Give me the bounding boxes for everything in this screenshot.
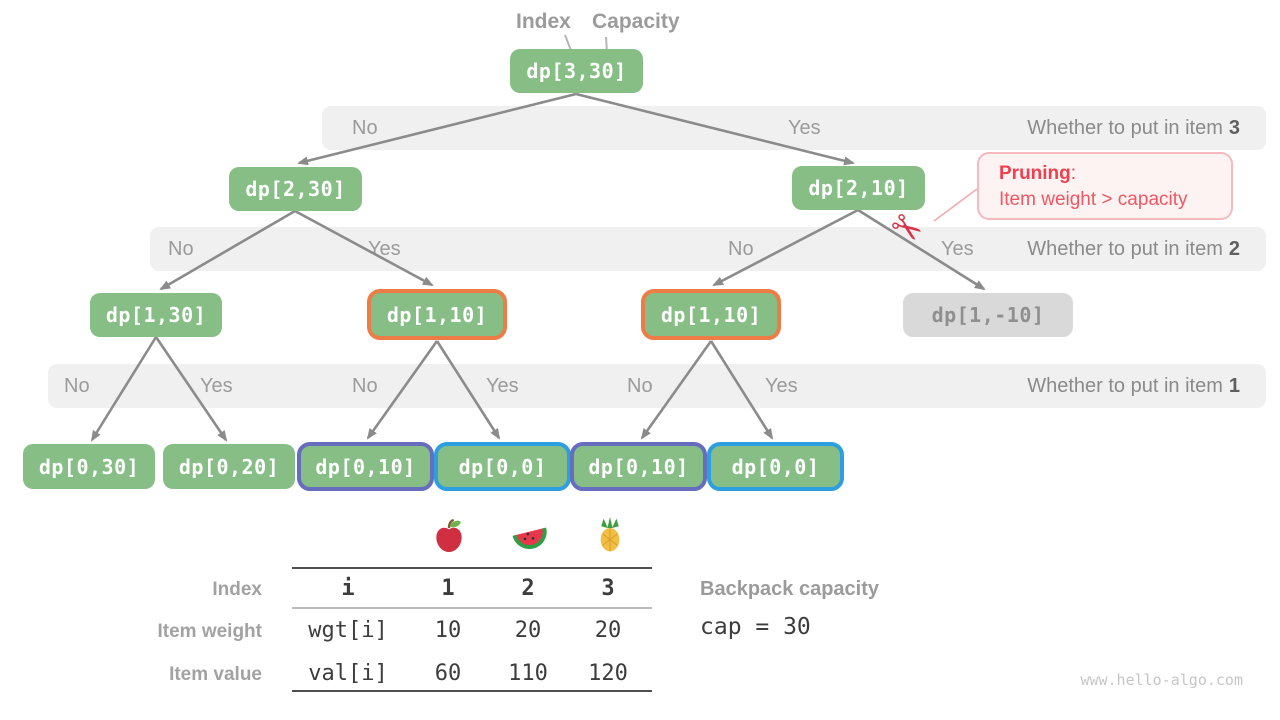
branch-label-no: No: [352, 375, 378, 397]
table-cell-val-2: 110: [508, 661, 548, 686]
pruning-callout-line: [933, 188, 978, 222]
watermark: www.hello-algo.com: [1080, 671, 1243, 689]
table-cell-index-1: 1: [441, 576, 455, 601]
branch-label-no: No: [352, 117, 378, 139]
dp-node-leaf-duplicate-blue: dp[0,0]: [707, 442, 844, 491]
band-caption-item-number: 2: [1228, 238, 1240, 260]
dp-node-leaf-duplicate-purple: dp[0,10]: [297, 442, 434, 491]
dp-node: dp[2,10]: [792, 166, 925, 210]
branch-label-no: No: [728, 238, 754, 260]
branch-label-no: No: [627, 375, 653, 397]
dp-node: dp[1,30]: [90, 293, 222, 337]
backpack-capacity-value: cap = 30: [700, 614, 811, 640]
watermelon-icon: [512, 521, 548, 558]
pruning-callout: Pruning: Item weight > capacity: [977, 152, 1233, 220]
dp-node-leaf: dp[0,30]: [23, 444, 155, 489]
capacity-column-label: Capacity: [592, 10, 680, 33]
branch-label-yes: Yes: [788, 117, 821, 139]
pruning-description: Item weight > capacity: [999, 189, 1188, 210]
table-cell-index-2: 2: [521, 576, 535, 601]
table-cell-wgt-1: 10: [434, 618, 462, 643]
table-cell-val: val[i]: [308, 661, 388, 686]
branch-label-no: No: [64, 375, 90, 397]
table-cell-index-3: 3: [601, 576, 615, 601]
table-rule-bottom: [292, 690, 652, 692]
backpack-capacity-label: Backpack capacity: [700, 578, 880, 600]
band-caption-text: Whether to put in item: [1027, 375, 1223, 397]
band-caption-item-number: 3: [1228, 117, 1240, 139]
table-cell-i: i: [341, 576, 355, 601]
dp-node-root: dp[3,30]: [510, 49, 643, 93]
apple-icon: [433, 517, 465, 560]
branch-label-yes: Yes: [368, 238, 401, 260]
branch-label-no: No: [168, 238, 194, 260]
table-cell-val-1: 60: [434, 661, 462, 686]
dp-node: dp[2,30]: [229, 167, 362, 211]
dp-node-leaf: dp[0,20]: [163, 444, 295, 489]
table-cell-wgt-3: 20: [594, 618, 622, 643]
band-caption-text: Whether to put in item: [1027, 238, 1223, 260]
band-caption-item-number: 1: [1228, 375, 1240, 397]
branch-label-yes: Yes: [765, 375, 798, 397]
branch-label-yes: Yes: [941, 238, 974, 260]
decision-band-item-1: No Yes No Yes No Yes Whether to put in i…: [48, 364, 1266, 408]
table-row-label-value: Item value: [169, 664, 262, 685]
pruning-title-line: Pruning:: [999, 161, 1231, 187]
dp-node-leaf-duplicate-blue: dp[0,0]: [434, 442, 571, 491]
index-column-label: Index: [516, 10, 571, 33]
table-cell-wgt-2: 20: [514, 618, 542, 643]
table-rule-middle: [292, 607, 652, 609]
dp-node-leaf-duplicate-purple: dp[0,10]: [570, 442, 707, 491]
branch-label-yes: Yes: [200, 375, 233, 397]
pruning-colon: :: [1070, 163, 1077, 184]
branch-label-yes: Yes: [486, 375, 519, 397]
table-cell-wgt: wgt[i]: [308, 618, 388, 643]
dp-node-overlap-highlight: dp[1,10]: [367, 289, 507, 340]
table-cell-val-3: 120: [588, 661, 628, 686]
table-row-label-weight: Item weight: [157, 621, 262, 642]
table-rule-top: [292, 567, 652, 569]
dp-node-pruned: dp[1,-10]: [903, 293, 1073, 337]
pineapple-icon: [596, 515, 624, 560]
dp-node-overlap-highlight: dp[1,10]: [641, 289, 781, 340]
band-caption-text: Whether to put in item: [1027, 117, 1223, 139]
pruning-title: Pruning: [999, 163, 1071, 184]
table-row-label-index: Index: [212, 579, 262, 600]
